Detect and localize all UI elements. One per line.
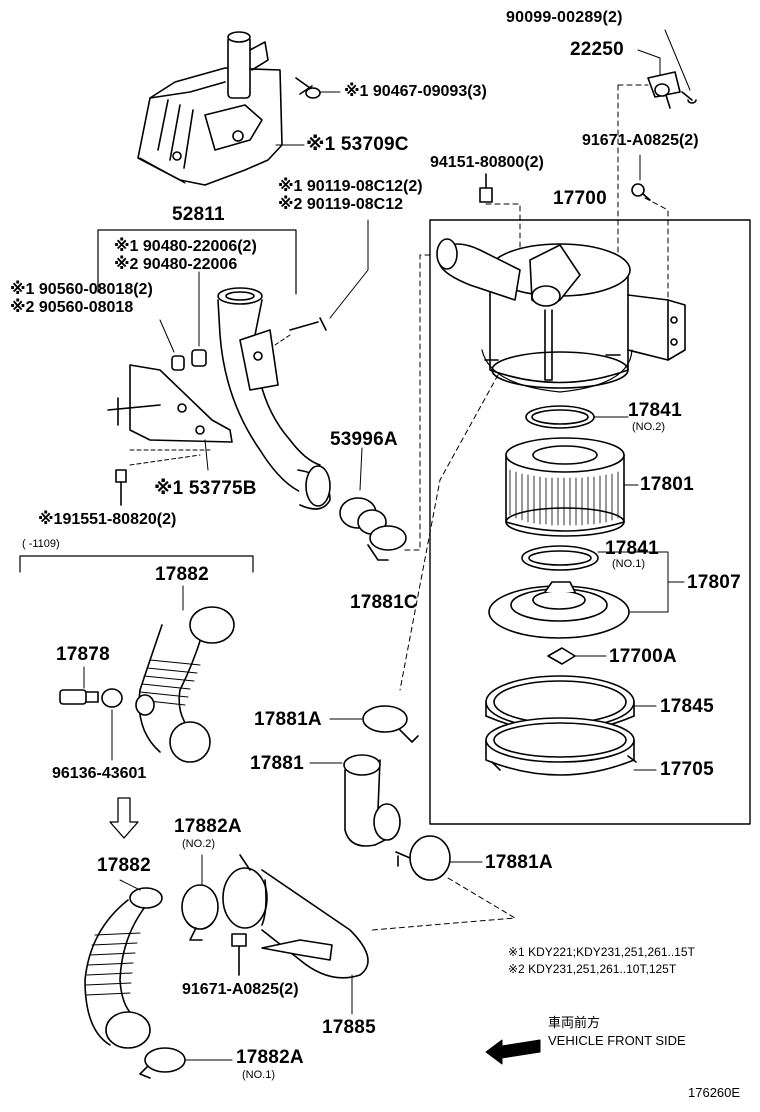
- gasket-17841-no1: [521, 545, 599, 571]
- label-17881c: 17881C: [350, 592, 418, 613]
- label-17700a: 17700A: [609, 646, 677, 667]
- bolt-91671-top: [631, 183, 651, 201]
- label-91551: ※191551-80820(2): [38, 511, 177, 528]
- label-90560b: ※2 90560-08018: [10, 299, 134, 316]
- screw-90467: [295, 77, 321, 99]
- label-17881a-top: 17881A: [254, 709, 322, 730]
- label-90560a: ※1 90560-08018(2): [10, 281, 153, 298]
- intake-duct-53709c: [137, 31, 283, 186]
- arrow-down: [109, 797, 139, 839]
- label-52811: 52811: [172, 204, 225, 225]
- hose-17885: [222, 854, 369, 979]
- range-bracket-1109: [19, 555, 254, 573]
- figure-id: 176260E: [688, 1085, 741, 1100]
- dash-17881c: [404, 254, 431, 551]
- bolt-91671-lower: [231, 933, 247, 976]
- label-17881: 17881: [250, 753, 304, 774]
- label-1109: ( -1109): [22, 538, 60, 550]
- label-53775b: ※1 53775B: [154, 478, 257, 499]
- dash-17881a-bottom: [371, 877, 516, 931]
- nut-90560: [171, 355, 185, 371]
- assembly-box-17700: [429, 219, 751, 825]
- front-label-jp: 車両前方: [548, 1015, 601, 1030]
- label-17845: 17845: [660, 696, 714, 717]
- nut-90480: [191, 349, 207, 367]
- hose-17882-upper: [138, 606, 235, 763]
- label-90119a: ※1 90119-08C12(2): [278, 178, 423, 195]
- bracket-53775b: [107, 364, 233, 443]
- screw-90119: [289, 317, 327, 331]
- label-90119b: ※2 90119-08C12: [278, 196, 403, 213]
- leader-17882-lower: [119, 879, 141, 891]
- leader-22250: [637, 49, 661, 76]
- label-17882a-no2: 17882A: [174, 816, 242, 837]
- label-17882a-no1-sub: (NO.1): [242, 1069, 275, 1081]
- hose-17881: [343, 754, 401, 847]
- label-90099: 90099-00289(2): [506, 9, 623, 26]
- label-17878: 17878: [56, 644, 110, 665]
- filter-element-17801: [505, 437, 625, 537]
- label-90480a: ※1 90480-22006(2): [114, 238, 257, 255]
- dash-case-to-17881a: [399, 374, 499, 691]
- label-17841-no1: 17841: [605, 538, 659, 559]
- leader-90099: [664, 29, 691, 91]
- label-17705: 17705: [660, 759, 714, 780]
- label-90480b: ※2 90480-22006: [114, 256, 238, 273]
- leader-53996a: [359, 447, 363, 491]
- bolt-91551: [115, 469, 127, 506]
- label-96136: 96136-43601: [52, 765, 147, 782]
- dash-90119: [274, 334, 291, 346]
- hose-53996-bracket: [217, 287, 331, 510]
- front-label-en: VEHICLE FRONT SIDE: [548, 1033, 686, 1048]
- air-cleaner-case: [436, 238, 686, 393]
- clamp-17881c: [367, 525, 407, 561]
- label-17882-upper: 17882: [155, 564, 209, 585]
- label-17841-no2: 17841: [628, 400, 682, 421]
- bolt-94151: [479, 173, 493, 203]
- clamp-17882a-no2: [181, 884, 219, 941]
- label-91671b: 91671-A0825(2): [182, 981, 299, 998]
- label-17882a-no1: 17882A: [236, 1047, 304, 1068]
- label-17841-no2-sub: (NO.2): [632, 421, 665, 433]
- label-17881a-bottom: 17881A: [485, 852, 553, 873]
- label-17841-no1-sub: (NO.1): [612, 558, 645, 570]
- sensor-22250: [647, 71, 681, 109]
- label-17885: 17885: [322, 1017, 376, 1038]
- leader-90560: [159, 319, 175, 353]
- label-17700: 17700: [553, 188, 607, 209]
- label-17801: 17801: [640, 474, 694, 495]
- label-53709c: ※1 53709C: [306, 134, 409, 155]
- label-17882a-no2-sub: (NO.2): [182, 838, 215, 850]
- clamp-17881a-bottom: [395, 835, 451, 881]
- label-17882-lower: 17882: [97, 855, 151, 876]
- label-90467: ※1 90467-09093(3): [344, 83, 487, 100]
- clamp-17881a-top: [362, 705, 419, 743]
- label-91671a: 91671-A0825(2): [582, 132, 699, 149]
- dash-sensor-to-box: [617, 84, 649, 301]
- dash-53775b: [129, 449, 211, 466]
- base-17705: [485, 717, 637, 776]
- hose-17882-lower: [84, 887, 163, 1049]
- front-arrow-icon: [485, 1039, 541, 1065]
- clamp-17882a-no1: [139, 1047, 186, 1079]
- label-53996a: 53996A: [330, 429, 398, 450]
- leader-90119: [329, 219, 369, 319]
- label-22250: 22250: [570, 39, 624, 60]
- clip-17700a: [547, 647, 576, 665]
- bracket-52811-leader: [97, 229, 297, 295]
- screw-90099: [681, 91, 697, 104]
- label-94151: 94151-80800(2): [430, 154, 544, 171]
- leader-53775b: [204, 439, 209, 471]
- dash-bolt-to-bracket: [644, 197, 669, 301]
- label-17807: 17807: [687, 572, 741, 593]
- note-line-1: ※1 KDY221;KDY231,251,261..15T: [508, 945, 695, 959]
- note-line-2: ※2 KDY231,251,261..10T,125T: [508, 962, 677, 976]
- fitting-17878: [59, 688, 155, 716]
- cap-17807: [488, 581, 630, 639]
